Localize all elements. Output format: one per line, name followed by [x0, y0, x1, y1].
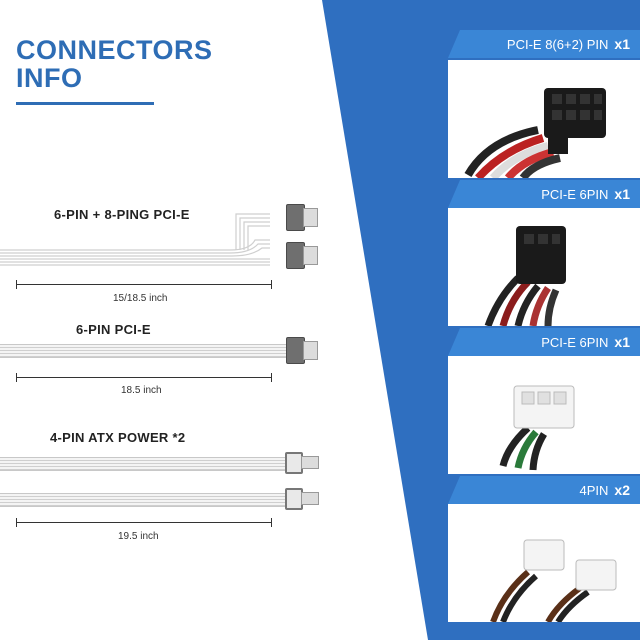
connector-qty: x1 — [614, 186, 630, 202]
connector-name: PCI-E 8(6+2) PIN — [506, 37, 609, 52]
connector-banner-bg — [448, 476, 640, 504]
connector-name: PCI-E 6PIN — [541, 187, 609, 202]
title-line-1: CONNECTORS — [16, 35, 213, 65]
pcie-8pin-connector-image — [464, 88, 606, 178]
cable-atx-4pin-wire-2 — [0, 493, 288, 507]
cable-label-atx-4pin: 4-PIN ATX POWER *2 — [50, 430, 186, 445]
connector-banner-pcie-6pin-1: PCI-E 6PIN x1 — [448, 180, 640, 208]
cable-label-pcie-6: 6-PIN PCI-E — [76, 322, 151, 337]
title-underline — [16, 102, 154, 105]
dimension-line-cable-2 — [16, 373, 272, 382]
title-line-2: INFO — [16, 63, 83, 93]
dimension-line-cable-3 — [16, 518, 272, 527]
connector-qty: x1 — [614, 334, 630, 350]
connector-photo-pcie-8pin — [448, 60, 640, 178]
connector-photo-pcie-6pin-black — [448, 208, 640, 326]
atx-4pin-plug-tip — [301, 492, 319, 505]
connector-name: PCI-E 6PIN — [541, 335, 609, 350]
connector-banner-4pin: 4PIN x2 — [448, 476, 640, 504]
atx-4pin-connector-image — [490, 539, 617, 622]
connector-banner-bg — [448, 30, 640, 58]
cable-length-atx-4pin: 19.5 inch — [118, 531, 159, 542]
connector-banner-bg — [448, 328, 640, 356]
atx-4pin-plug-tip — [301, 456, 319, 469]
cable-pcie-6-wire — [0, 344, 288, 358]
pcie-6pin-black-connector-image — [484, 226, 566, 326]
cable-length-pcie-6-8: 15/18.5 inch — [113, 293, 168, 304]
cable-length-pcie-6: 18.5 inch — [121, 385, 162, 396]
dimension-line-cable-1 — [16, 280, 272, 289]
connector-name: 4PIN — [579, 483, 609, 498]
connector-banner-bg — [448, 180, 640, 208]
connector-banner-pcie-6pin-2: PCI-E 6PIN x1 — [448, 328, 640, 356]
connector-qty: x1 — [614, 36, 630, 52]
pcie-6pin-plug-tip — [303, 208, 318, 227]
cable-pcie-6-8-illustration — [0, 213, 270, 266]
connector-banner-pcie-8pin: PCI-E 8(6+2) PIN x1 — [448, 30, 640, 58]
pcie-6pin-plug-tip — [303, 341, 318, 360]
cable-label-pcie-6-8: 6-PIN + 8-PING PCI-E — [54, 207, 190, 222]
cable-atx-4pin-wire-1 — [0, 457, 288, 471]
page-title: CONNECTORS INFO — [16, 36, 213, 92]
connector-photo-pcie-6pin-white — [448, 356, 640, 474]
pcie-6pin-white-connector-image — [499, 385, 575, 471]
connector-qty: x2 — [614, 482, 630, 498]
pcie-8pin-plug-tip — [303, 246, 318, 265]
connector-photo-4pin — [448, 504, 640, 622]
